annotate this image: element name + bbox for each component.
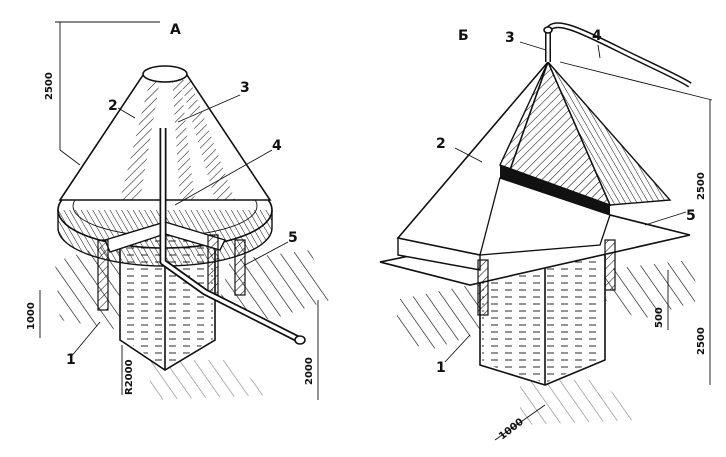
b-soil-right <box>600 260 700 320</box>
a-support-right <box>234 239 246 296</box>
b-callout-4: 4 <box>592 28 602 44</box>
a-dim-pipe: 2000 <box>304 357 315 385</box>
b-callout-5: 5 <box>686 208 696 224</box>
b-dim-lower: 2500 <box>696 327 707 355</box>
a-callout-3: 3 <box>240 80 250 96</box>
b-support-left <box>477 259 489 316</box>
b-band <box>500 165 610 215</box>
b-dim-width-line <box>494 404 546 441</box>
b-callout-1: 1 <box>436 360 446 376</box>
b-title: Б <box>458 28 469 44</box>
b-dim-width: 1000 <box>497 417 526 443</box>
b-pipe <box>545 22 692 88</box>
a-dim-radius: R2000 <box>124 359 135 395</box>
a-cone-top <box>142 65 188 83</box>
a-callout-4: 4 <box>272 138 282 154</box>
b-soil-bottom <box>520 380 640 425</box>
a-callout-2: 2 <box>108 98 118 114</box>
a-cone-rib-3 <box>172 76 195 200</box>
b-pit-water-right <box>545 247 603 383</box>
b-dim-mid: 500 <box>654 307 665 328</box>
a-pipe-end <box>294 335 306 345</box>
diagram-b: Б 3 4 2 5 1 2500 2500 500 1000 <box>379 22 713 443</box>
b-callout-2: 2 <box>436 136 446 152</box>
a-callout-1: 1 <box>66 352 76 368</box>
a-cone-rib-1 <box>120 80 160 200</box>
b-face-right <box>547 61 672 206</box>
a-pipe-inner <box>161 128 301 342</box>
b-soil-left <box>395 285 490 350</box>
b-callout-3: 3 <box>505 30 515 46</box>
a-dim-height: 2500 <box>44 72 55 100</box>
a-title: А <box>170 22 181 38</box>
a-soil-right <box>220 250 330 320</box>
a-cone-rib-2 <box>180 80 235 200</box>
a-dim-depth: 1000 <box>26 302 37 330</box>
a-callout-5: 5 <box>288 230 298 246</box>
a-support-left <box>97 239 109 311</box>
a-support-mid <box>207 234 219 296</box>
a-soil-bottom <box>150 360 270 400</box>
b-opening <box>479 177 611 256</box>
b-support-right <box>604 239 616 291</box>
b-dim-height: 2500 <box>696 172 707 200</box>
diagram-a: А 2 3 4 5 1 2500 1000 R2000 2000 <box>26 21 330 400</box>
b-pit-water-left <box>482 247 545 383</box>
